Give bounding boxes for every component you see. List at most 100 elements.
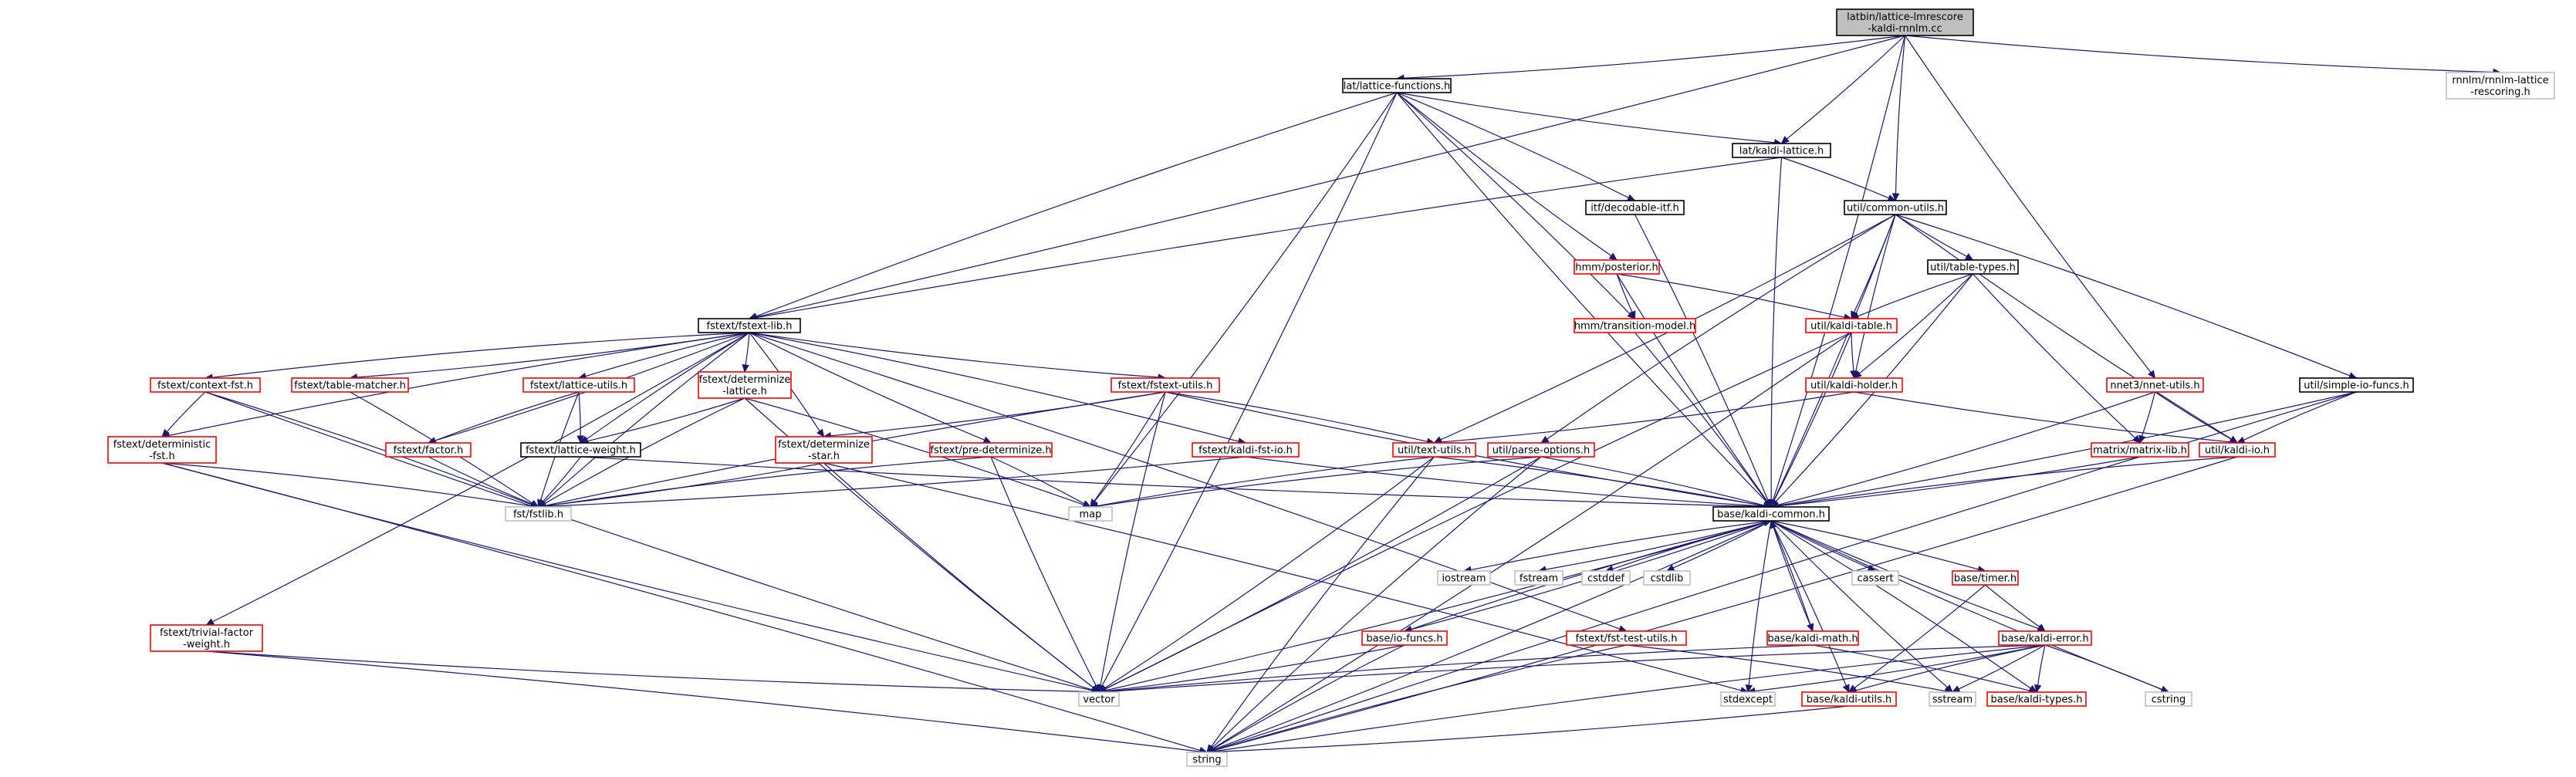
edge-line	[756, 92, 1398, 317]
edge-root-to-latfunc	[1395, 35, 1905, 82]
edge-kalditable-to-kaldiholder	[1850, 332, 1858, 380]
node-posterior[interactable]: hmm/posterior.h	[1574, 259, 1660, 275]
node-latticeutils[interactable]: fstext/lattice-utils.h	[522, 377, 635, 393]
arrow-head-icon	[1082, 500, 1092, 508]
node-label: hmm/transition-model.h	[1574, 321, 1695, 333]
arrow-head-icon	[1850, 370, 1858, 380]
node-detstar[interactable]: fstext/determinize-star.h	[775, 436, 873, 464]
edge-line	[1781, 157, 1889, 199]
edge-textutils-to-vector	[1097, 456, 1435, 693]
edge-line	[990, 456, 1097, 687]
edges-layer	[161, 35, 2502, 756]
node-tablematcher[interactable]: fstext/table-matcher.h	[291, 377, 409, 393]
node-contextfst[interactable]: fstext/context-fst.h	[150, 377, 261, 393]
node-simpleio[interactable]: util/simple-io-funcs.h	[2299, 377, 2414, 393]
edge-line	[580, 456, 1765, 508]
node-kaldifstio[interactable]: fstext/kaldi-fst-io.h	[1192, 442, 1300, 458]
edge-line	[1773, 332, 1852, 502]
node-timer[interactable]: base/timer.h	[1952, 570, 2019, 586]
node-box	[1712, 506, 1830, 522]
node-kalditypes[interactable]: base/kaldi-types.h	[1986, 691, 2087, 707]
edge-line	[2141, 391, 2156, 437]
edge-line	[1851, 332, 1854, 372]
node-box	[1643, 570, 1691, 586]
node-predet[interactable]: fstext/pre-determinize.h	[929, 442, 1053, 458]
arrow-head-icon	[816, 428, 825, 438]
edge-textutils-to-kaldicommon	[1434, 456, 1773, 510]
edge-trivialfactor-to-vector	[206, 650, 1100, 696]
node-label: matrix/matrix-lib.h	[2093, 445, 2187, 457]
edge-commonutils-to-kalditable	[1851, 214, 1896, 320]
node-textutils[interactable]: util/text-utils.h	[1392, 442, 1476, 458]
node-transmodel[interactable]: hmm/transition-model.h	[1574, 318, 1696, 333]
node-latweight[interactable]: fstext/lattice-weight.h	[520, 442, 641, 458]
node-box	[698, 318, 801, 333]
node-fstextlib[interactable]: fstext/fstext-lib.h	[698, 318, 801, 333]
edge-line	[1853, 214, 1896, 312]
edge-line	[1773, 214, 1896, 501]
edge-line	[586, 332, 750, 440]
edge-line	[1105, 644, 1814, 693]
node-kaldierror[interactable]: base/kaldi-error.h	[1998, 630, 2092, 646]
edge-line	[1786, 35, 1905, 140]
node-kaldiholder[interactable]: util/kaldi-holder.h	[1805, 377, 1903, 393]
node-box	[1929, 691, 1976, 707]
edge-fstextutils-to-vector	[1097, 391, 1166, 694]
node-nnetutils[interactable]: nnet3/nnet-utils.h	[2106, 377, 2204, 393]
node-kalditable[interactable]: util/kaldi-table.h	[1805, 318, 1898, 333]
edge-line	[1854, 584, 1986, 688]
edge-line	[587, 397, 745, 442]
node-label: cassert	[1857, 573, 1893, 585]
edge-root-to-nnetutils	[1905, 35, 2156, 379]
edge-line	[1213, 456, 2238, 752]
node-cstring: cstring	[2145, 691, 2192, 707]
edge-line	[1101, 92, 1398, 687]
node-fsttestutils[interactable]: fstext/fst-test-utils.h	[1566, 630, 1687, 646]
edge-line	[428, 456, 532, 505]
edge-line	[1812, 644, 2030, 691]
edge-line	[1858, 273, 1973, 374]
node-kaldilattice[interactable]: lat/kaldi-lattice.h	[1732, 143, 1831, 158]
node-fstextutils[interactable]: fstext/fstext-utils.h	[1111, 377, 1220, 393]
node-parseoptions[interactable]: util/parse-options.h	[1487, 442, 1595, 458]
edge-line	[1616, 273, 1768, 502]
edge-line	[1905, 35, 2152, 373]
node-commonutils[interactable]: util/common-utils.h	[1844, 200, 1947, 215]
node-label: fstext/lattice-utils.h	[530, 380, 627, 392]
node-detfst[interactable]: fstext/deterministic-fst.h	[107, 436, 217, 464]
arrow-head-icon	[1540, 435, 1550, 444]
arrow-head-icon	[1745, 684, 1753, 694]
node-trivialfactor[interactable]: fstext/trivial-factor-weight.h	[150, 624, 263, 652]
edge-line	[823, 462, 1094, 688]
node-kaldiio[interactable]: util/kaldi-io.h	[2199, 442, 2276, 458]
arrow-head-icon	[161, 428, 171, 437]
node-iofuncs[interactable]: base/io-funcs.h	[1361, 630, 1448, 646]
edge-line	[161, 462, 532, 507]
node-root[interactable]: latbin/lattice-lmrescore-kaldi-rnnlm.cc	[1836, 8, 1974, 36]
node-label: sstream	[1932, 694, 1973, 706]
edge-kaldicommon-to-fstream	[1537, 520, 1772, 573]
node-decodable[interactable]: itf/decodable-itf.h	[1585, 200, 1685, 215]
node-box	[1805, 318, 1898, 333]
edge-line	[543, 332, 750, 503]
node-label: util/kaldi-io.h	[2205, 445, 2270, 457]
node-kaldiutils[interactable]: base/kaldi-utils.h	[1801, 691, 1897, 707]
edge-kaldierror-to-stdexcept	[1746, 644, 2046, 695]
node-kaldimath[interactable]: base/kaldi-math.h	[1766, 630, 1859, 646]
node-detlattice[interactable]: fstext/determinize-lattice.h	[698, 371, 792, 399]
node-box	[1952, 570, 2019, 586]
edge-fstextlib-to-contextfst	[204, 332, 750, 381]
node-box	[522, 377, 635, 393]
edge-kaldierror-to-sstream	[1951, 644, 2046, 693]
node-matrixlib[interactable]: matrix/matrix-lib.h	[2091, 442, 2189, 458]
node-factor[interactable]: fstext/factor.h	[385, 442, 472, 458]
node-tabletypes[interactable]: util/table-types.h	[1927, 259, 2019, 275]
node-kaldicommon[interactable]: base/kaldi-common.h	[1712, 506, 1830, 522]
edge-line	[1626, 644, 1946, 692]
arrow-head-icon	[529, 500, 539, 508]
node-box	[1766, 630, 1859, 646]
node-latfunc[interactable]: lat/lattice-functions.h	[1342, 78, 1452, 93]
edge-line	[1540, 456, 1765, 506]
edge-detstar-to-vector	[823, 462, 1100, 693]
edge-kaldicommon-to-timer	[1770, 520, 1986, 573]
